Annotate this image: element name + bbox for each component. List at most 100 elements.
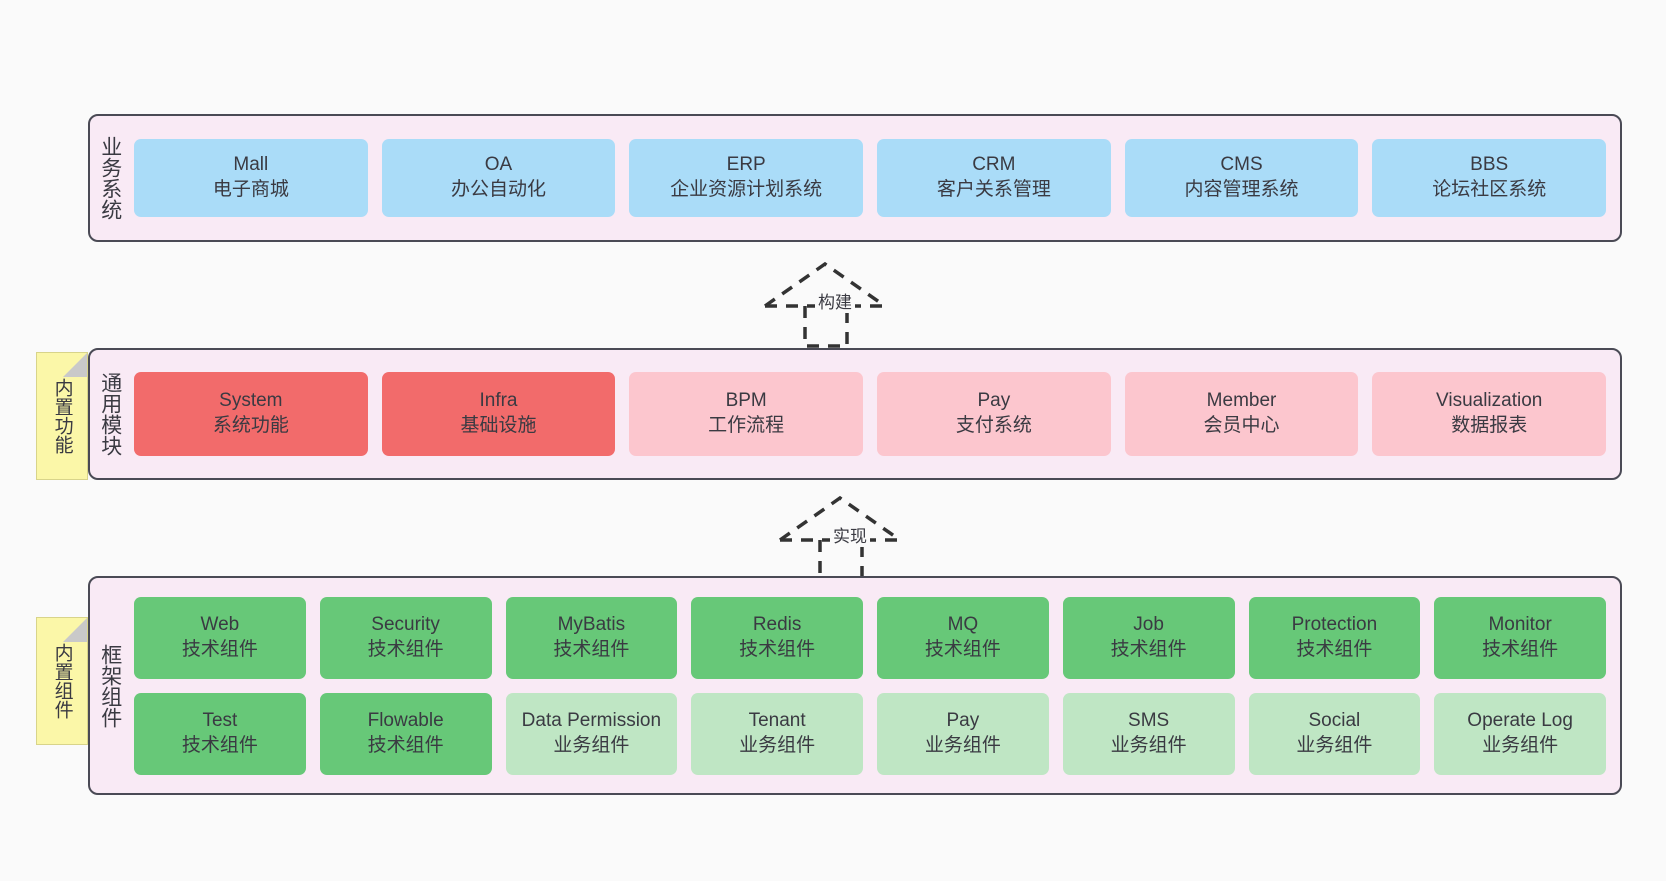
node-title: BBS	[1470, 154, 1509, 176]
node-title: OA	[484, 154, 513, 176]
node-protection[interactable]: Protection 技术组件	[1248, 596, 1421, 679]
node-mybatis[interactable]: MyBatis 技术组件	[505, 596, 678, 679]
node-subtitle: 企业资源计划系统	[670, 179, 823, 200]
node-mall[interactable]: Mall 电子商城	[134, 139, 368, 217]
node-subtitle: 客户关系管理	[936, 179, 1051, 200]
node-subtitle: 技术组件	[367, 734, 444, 756]
node-tenant[interactable]: Tenant 业务组件	[691, 692, 863, 775]
node-title: Social	[1308, 709, 1361, 731]
row-business-systems: Mall 电子商城 OA 办公自动化 ERP 企业资源计划系统 CRM 客户关系…	[134, 139, 1607, 217]
node-oa[interactable]: OA 办公自动化	[381, 139, 616, 217]
node-pay-module[interactable]: Pay 支付系统	[877, 372, 1111, 456]
node-subtitle: 电子商城	[212, 179, 289, 200]
node-title: ERP	[726, 154, 766, 176]
node-job[interactable]: Job 技术组件	[1062, 596, 1235, 679]
node-member[interactable]: Member 会员中心	[1124, 372, 1359, 456]
node-subtitle: 技术组件	[1296, 638, 1373, 660]
node-title: Member	[1206, 390, 1277, 412]
node-title: MyBatis	[557, 613, 626, 635]
node-cms[interactable]: CMS 内容管理系统	[1124, 139, 1359, 217]
node-subtitle: 业务组件	[1110, 734, 1187, 756]
connector-implement: 实现	[770, 492, 930, 582]
node-pay-component[interactable]: Pay 业务组件	[877, 692, 1049, 775]
node-monitor[interactable]: Monitor 技术组件	[1434, 596, 1606, 679]
node-title: Redis	[752, 613, 802, 635]
connector-build: 构建	[755, 258, 915, 348]
node-title: Protection	[1291, 613, 1378, 635]
layer-common-module[interactable]: 通用模块 System 系统功能 Infra 基础设施 BPM 工作流程 Pay…	[88, 348, 1622, 480]
node-web[interactable]: Web 技术组件	[134, 596, 306, 679]
node-redis[interactable]: Redis 技术组件	[691, 596, 863, 679]
node-subtitle: 业务组件	[924, 734, 1001, 756]
node-subtitle: 技术组件	[553, 638, 630, 660]
note-builtin-features: 内置功能	[36, 352, 88, 480]
node-subtitle: 技术组件	[367, 638, 444, 660]
row-common-modules: System 系统功能 Infra 基础设施 BPM 工作流程 Pay 支付系统…	[134, 372, 1607, 456]
node-title: Flowable	[367, 709, 444, 731]
node-title: Job	[1133, 613, 1164, 635]
node-subtitle: 业务组件	[1296, 734, 1373, 756]
node-title: Pay	[946, 709, 980, 731]
node-operate-log[interactable]: Operate Log 业务组件	[1434, 692, 1606, 775]
node-title: Monitor	[1488, 613, 1552, 635]
layer-title-framework-component: 框架组件	[98, 643, 122, 728]
node-visualization[interactable]: Visualization 数据报表	[1372, 372, 1607, 456]
node-social[interactable]: Social 业务组件	[1248, 692, 1421, 775]
node-title: System	[219, 390, 283, 412]
node-security[interactable]: Security 技术组件	[319, 596, 492, 679]
node-title: CRM	[972, 154, 1016, 176]
node-title: Tenant	[748, 709, 806, 731]
node-title: SMS	[1128, 709, 1170, 731]
node-title: Web	[200, 613, 240, 635]
note-builtin-components: 内置组件	[36, 617, 88, 745]
node-subtitle: 技术组件	[181, 734, 258, 756]
node-subtitle: 业务组件	[739, 734, 816, 756]
node-title: CMS	[1220, 154, 1263, 176]
connector-implement-label: 实现	[830, 522, 870, 547]
node-subtitle: 办公自动化	[451, 179, 547, 200]
node-flowable[interactable]: Flowable 技术组件	[319, 692, 492, 775]
layer-framework-component[interactable]: 框架组件 Web 技术组件 Security 技术组件 MyBatis 技术组件…	[88, 576, 1622, 795]
connector-build-label: 构建	[815, 288, 855, 313]
node-title: MQ	[947, 613, 979, 635]
node-title: Data Permission	[521, 709, 662, 731]
note-label: 内置功能	[51, 378, 73, 454]
node-bpm[interactable]: BPM 工作流程	[629, 372, 864, 456]
node-subtitle: 基础设施	[460, 415, 537, 436]
node-title: Infra	[479, 390, 518, 412]
node-infra[interactable]: Infra 基础设施	[381, 372, 616, 456]
node-subtitle: 业务组件	[553, 734, 630, 756]
node-title: Mall	[233, 154, 269, 176]
node-mq[interactable]: MQ 技术组件	[877, 596, 1049, 679]
row-business-components: Test 技术组件 Flowable 技术组件 Data Permission …	[134, 692, 1606, 775]
node-title: BPM	[725, 390, 767, 412]
node-subtitle: 工作流程	[708, 415, 785, 436]
node-data-permission[interactable]: Data Permission 业务组件	[505, 692, 678, 775]
node-subtitle: 技术组件	[739, 638, 816, 660]
node-title: Security	[371, 613, 440, 635]
node-subtitle: 论坛社区系统	[1432, 179, 1547, 200]
layer-business-system[interactable]: 业务系统 Mall 电子商城 OA 办公自动化 ERP 企业资源计划系统 CRM…	[88, 114, 1622, 242]
row-technical-components: Web 技术组件 Security 技术组件 MyBatis 技术组件 Redi…	[134, 596, 1606, 679]
node-subtitle: 系统功能	[212, 415, 289, 436]
node-sms[interactable]: SMS 业务组件	[1062, 692, 1235, 775]
node-subtitle: 会员中心	[1203, 415, 1280, 436]
node-test[interactable]: Test 技术组件	[134, 692, 306, 775]
node-crm[interactable]: CRM 客户关系管理	[877, 139, 1111, 217]
node-subtitle: 支付系统	[955, 415, 1032, 436]
layer-body-common-module: System 系统功能 Infra 基础设施 BPM 工作流程 Pay 支付系统…	[130, 350, 1620, 478]
layer-title-common-module: 通用模块	[98, 372, 122, 456]
node-bbs[interactable]: BBS 论坛社区系统	[1372, 139, 1607, 217]
node-subtitle: 数据报表	[1451, 415, 1528, 436]
layer-body-business-system: Mall 电子商城 OA 办公自动化 ERP 企业资源计划系统 CRM 客户关系…	[130, 116, 1620, 240]
node-title: Operate Log	[1467, 709, 1573, 731]
note-label: 内置组件	[51, 643, 73, 719]
node-title: Pay	[977, 390, 1011, 412]
node-erp[interactable]: ERP 企业资源计划系统	[629, 139, 864, 217]
layer-body-framework-component: Web 技术组件 Security 技术组件 MyBatis 技术组件 Redi…	[130, 578, 1620, 793]
node-system[interactable]: System 系统功能	[134, 372, 368, 456]
node-title: Visualization	[1436, 390, 1543, 412]
node-title: Test	[202, 709, 238, 731]
node-subtitle: 技术组件	[181, 638, 258, 660]
